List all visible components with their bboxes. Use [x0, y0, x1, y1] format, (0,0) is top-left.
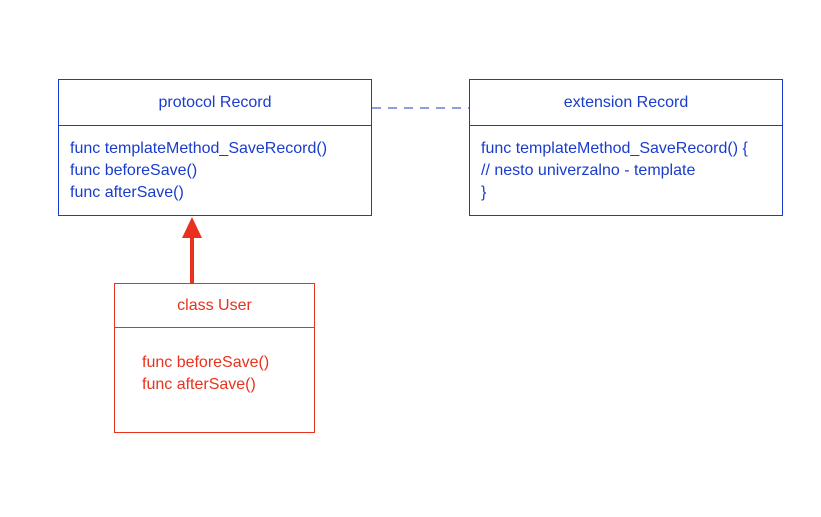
class-user-box: class User func beforeSave() func afterS…: [114, 283, 315, 433]
protocol-record-box: protocol Record func templateMethod_Save…: [58, 79, 372, 216]
class-user-title: class User: [115, 284, 314, 328]
protocol-record-members: func templateMethod_SaveRecord() func be…: [59, 126, 371, 204]
inheritance-arrow-head: [182, 217, 202, 238]
extension-record-title: extension Record: [470, 80, 782, 126]
member-line: }: [481, 184, 487, 201]
member-line: func templateMethod_SaveRecord() {: [481, 140, 748, 157]
protocol-record-title: protocol Record: [59, 80, 371, 126]
member-line: // nesto univerzalno - template: [481, 162, 696, 179]
member-line: func afterSave(): [142, 376, 256, 393]
extension-record-members: func templateMethod_SaveRecord() { // ne…: [470, 126, 782, 204]
member-line: func templateMethod_SaveRecord(): [70, 140, 328, 157]
member-line: func beforeSave(): [70, 162, 198, 179]
extension-record-box: extension Record func templateMethod_Sav…: [469, 79, 783, 216]
member-line: func afterSave(): [70, 184, 184, 201]
class-user-members: func beforeSave() func afterSave(): [115, 328, 314, 396]
member-line: func beforeSave(): [142, 354, 270, 371]
